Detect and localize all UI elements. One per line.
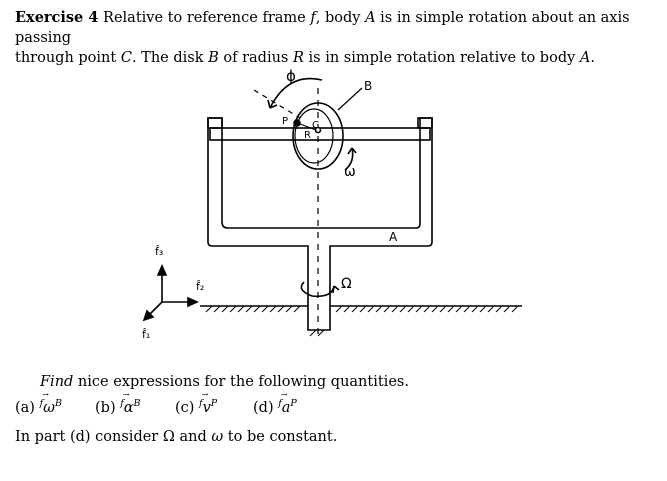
instruction: Find nice expressions for the following … <box>40 374 409 390</box>
label-C: C <box>312 120 319 131</box>
label-A: A <box>389 230 398 244</box>
label-f2: f̂₂ <box>196 280 204 293</box>
part-c: (c) fvP <box>175 398 217 416</box>
label-omega: ω <box>344 164 356 180</box>
label-B: B <box>364 79 372 93</box>
ground-hatching <box>205 305 519 337</box>
note: In part (d) consider Ω and ω to be const… <box>15 429 338 445</box>
part-a: (a) fωB <box>15 398 62 416</box>
body-A-frame <box>207 117 433 331</box>
label-phi: ϕ <box>286 67 296 85</box>
label-P: P <box>282 116 288 127</box>
phi-arc <box>269 77 323 109</box>
exercise-label: Exercise 4 <box>15 9 99 26</box>
Omega-arrow <box>300 281 335 298</box>
label-f3: f̂₃ <box>155 245 163 258</box>
label-f1: f̂₁ <box>142 328 150 341</box>
problem-statement: Exercise 4 Relative to reference frame f… <box>15 9 630 66</box>
label-Omega: Ω <box>341 276 352 292</box>
omega-arrow <box>344 147 354 171</box>
label-R: R <box>304 130 311 141</box>
part-b: (b) fαB <box>95 398 141 416</box>
part-d: (d) faP <box>253 398 297 416</box>
point-P <box>293 119 301 127</box>
